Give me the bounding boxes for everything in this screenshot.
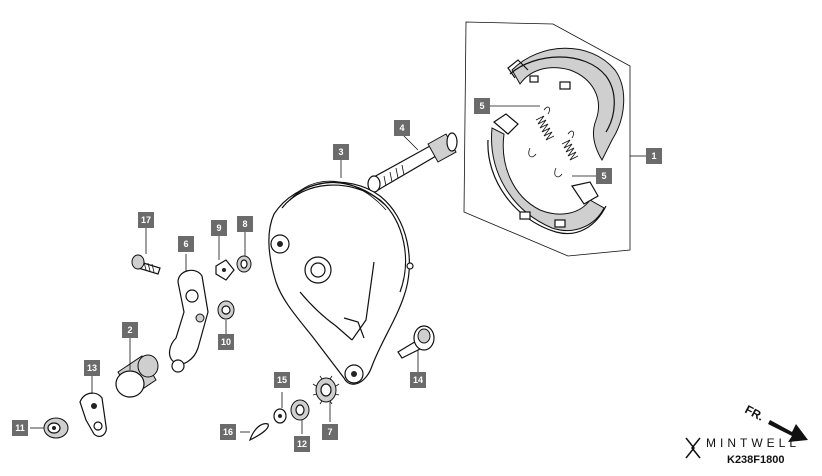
brake-cam — [367, 132, 458, 193]
brake-panel — [268, 160, 414, 385]
callout-11[interactable]: 11 — [12, 420, 28, 436]
callout-1[interactable]: 1 — [646, 148, 662, 164]
svg-text:1: 1 — [651, 151, 656, 161]
svg-text:3: 3 — [338, 147, 343, 157]
brake-shoe-lower — [487, 113, 607, 235]
callout-5-lower[interactable]: 5 — [596, 168, 612, 184]
return-spring-right — [554, 130, 579, 178]
callout-12[interactable]: 12 — [294, 436, 310, 452]
part-10-nut — [217, 300, 235, 334]
callout-10[interactable]: 10 — [218, 334, 234, 350]
callout-17[interactable]: 17 — [138, 212, 154, 228]
direction-label: FR. — [743, 402, 767, 423]
callout-14[interactable]: 14 — [410, 372, 426, 388]
svg-text:8: 8 — [242, 219, 247, 229]
callout-8[interactable]: 8 — [237, 216, 253, 232]
svg-text:2: 2 — [127, 325, 132, 335]
part-6-brake-arm — [168, 254, 209, 373]
part-7-washer — [312, 375, 340, 422]
brand-name: MINTWELL — [706, 436, 801, 450]
part-14-bolt — [397, 325, 435, 372]
part-9-wear-indicator — [215, 236, 235, 281]
part-11-flange-nut — [30, 417, 69, 439]
svg-text:5: 5 — [479, 101, 484, 111]
svg-text:7: 7 — [327, 427, 332, 437]
part-8-seal — [236, 232, 252, 273]
svg-text:12: 12 — [297, 439, 307, 449]
callout-5-upper[interactable]: 5 — [474, 98, 490, 114]
svg-text:10: 10 — [221, 337, 231, 347]
brake-shoe-upper — [507, 47, 625, 162]
callout-13[interactable]: 13 — [84, 360, 100, 376]
callout-7[interactable]: 7 — [322, 424, 338, 440]
part-13-bracket — [79, 376, 107, 438]
svg-text:9: 9 — [216, 223, 221, 233]
svg-text:16: 16 — [223, 427, 233, 437]
callout-16[interactable]: 16 — [220, 424, 236, 440]
part-2-collar — [115, 338, 159, 398]
brake-shoe-group — [463, 21, 646, 257]
svg-text:4: 4 — [399, 123, 404, 133]
svg-text:5: 5 — [601, 171, 606, 181]
callout-15[interactable]: 15 — [274, 372, 290, 388]
leader-cam — [401, 133, 419, 151]
front-arrow-icon — [768, 420, 808, 442]
return-spring-left — [528, 106, 555, 158]
figure-code: K238F1800 — [727, 454, 785, 466]
brand-logo-icon — [685, 437, 701, 459]
part-12-nut — [290, 399, 310, 434]
svg-text:14: 14 — [413, 375, 423, 385]
brake-shoe-group-outline — [463, 21, 631, 257]
svg-text:13: 13 — [87, 363, 97, 373]
callout-4[interactable]: 4 — [394, 120, 410, 136]
svg-text:6: 6 — [183, 239, 188, 249]
part-17-bolt — [131, 228, 161, 275]
callout-3[interactable]: 3 — [333, 144, 349, 160]
callout-2[interactable]: 2 — [122, 322, 138, 338]
callout-6[interactable]: 6 — [178, 236, 194, 252]
svg-text:11: 11 — [15, 423, 25, 433]
part-16-cotter-pin — [240, 423, 269, 442]
svg-text:15: 15 — [277, 375, 287, 385]
svg-text:17: 17 — [141, 215, 151, 225]
part-15-washer — [273, 392, 287, 424]
callout-9[interactable]: 9 — [211, 220, 227, 236]
